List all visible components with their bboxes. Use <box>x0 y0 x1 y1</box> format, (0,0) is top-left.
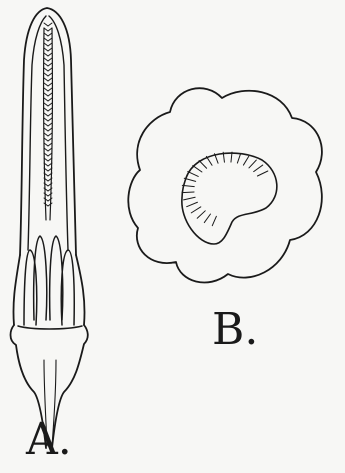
stigma-hair <box>44 88 48 91</box>
stigma-hair <box>44 58 48 61</box>
stigma-hair <box>44 38 48 41</box>
stigma-hair <box>48 63 52 66</box>
cross-section-hair <box>212 216 216 225</box>
stigma-hair <box>48 68 52 71</box>
stigma-hair <box>44 123 48 126</box>
cross-section-hair <box>184 197 196 200</box>
figure-a-label: A. <box>26 418 72 462</box>
stigma-hair <box>44 23 48 26</box>
stigma-hair <box>48 28 52 31</box>
stigma-hair <box>48 143 52 146</box>
stigma-hair <box>44 138 48 141</box>
stigma-hair <box>44 43 48 46</box>
cross-section-hair <box>199 160 207 168</box>
stigma-hair <box>44 33 48 36</box>
cross-section-hair <box>257 171 267 176</box>
cross-section-hair <box>187 202 198 206</box>
cross-section-outer <box>128 88 322 282</box>
corolla-right <box>76 255 85 325</box>
stigma-hair <box>44 118 48 121</box>
stigma-hair <box>44 198 48 201</box>
stigma-hair <box>44 28 48 31</box>
cross-section-hair <box>254 165 263 172</box>
stigma-hair <box>44 103 48 106</box>
stigma-hairs <box>44 23 52 206</box>
stigma-hair <box>48 133 52 136</box>
stigma-hair <box>48 58 52 61</box>
stigma-hair <box>44 133 48 136</box>
stigma-hair <box>48 128 52 131</box>
stigma-hair <box>44 63 48 66</box>
stigma-hair <box>48 53 52 56</box>
stigma-hair <box>48 93 52 96</box>
stigma-hair <box>48 48 52 51</box>
stigma-hair <box>44 48 48 51</box>
stigma-hair <box>48 118 52 121</box>
figure-a-flower-section <box>11 8 88 448</box>
stigma-hair <box>44 73 48 76</box>
stigma-hair <box>44 113 48 116</box>
stigma-hair <box>44 108 48 111</box>
figure-b-cross-section <box>128 88 322 282</box>
stigma-hair <box>44 78 48 81</box>
stigma-hair <box>48 83 52 86</box>
cross-section-hair <box>237 153 240 163</box>
stigma-hair <box>48 38 52 41</box>
cross-section-hair <box>204 214 210 223</box>
stigma-hair <box>48 78 52 81</box>
cross-section-hair <box>193 166 202 172</box>
stigma-hair <box>44 68 48 71</box>
cross-section-inner <box>182 153 277 244</box>
stigma-hair <box>44 53 48 56</box>
cross-section-hair <box>206 156 212 165</box>
figure-b-label: B. <box>212 308 258 352</box>
cross-section-hair <box>243 156 248 165</box>
stigma-hair <box>48 123 52 126</box>
ovary-top <box>18 326 82 329</box>
stigma-hair <box>48 33 52 36</box>
stigma-hair <box>48 43 52 46</box>
cross-section-hair <box>188 172 198 177</box>
stigma-hair <box>48 138 52 141</box>
cross-section-hair <box>182 192 194 193</box>
stigma-hair <box>48 113 52 116</box>
stigma-hair <box>44 83 48 86</box>
stigma-hair <box>48 108 52 111</box>
stigma-hair <box>44 93 48 96</box>
corolla-left <box>13 255 20 325</box>
cross-section-hairs <box>182 152 268 226</box>
stigma-hair <box>44 143 48 146</box>
stigma-hair <box>48 23 52 26</box>
stigma-hair <box>48 198 52 201</box>
cross-section-hair <box>191 207 201 213</box>
stigma-hair <box>48 98 52 101</box>
stigma-hair <box>44 128 48 131</box>
stigma-hair <box>44 98 48 101</box>
stigma-hair <box>48 73 52 76</box>
cross-section-hair <box>249 160 256 168</box>
stigma-hair <box>48 103 52 106</box>
cross-section-hair <box>197 211 205 218</box>
stigma-hair <box>48 88 52 91</box>
